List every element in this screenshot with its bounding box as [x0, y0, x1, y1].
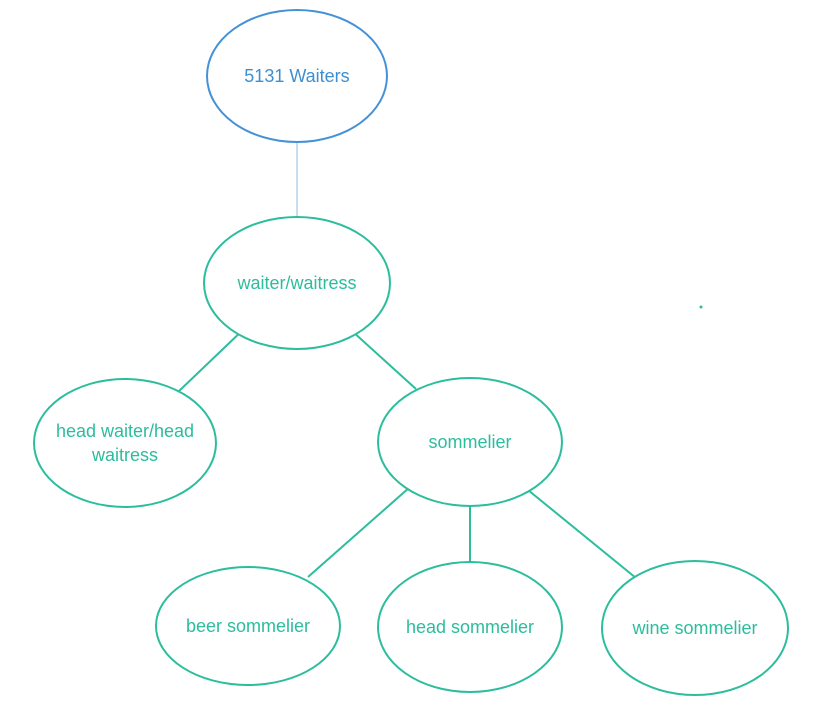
node-waiter-waitress-label: waiter/waitress [237, 272, 357, 293]
edge-waiter-to-sommelier [351, 330, 417, 390]
edge-sommelier-to-wine-sommelier [527, 489, 637, 579]
node-head-waiter-head-waitress-label: head waiter/head waitress [55, 420, 195, 465]
node-sommelier[interactable]: sommelier [377, 377, 563, 507]
node-5131-waiters[interactable]: 5131 Waiters [206, 9, 388, 143]
node-5131-waiters-label: 5131 Waiters [244, 65, 350, 86]
node-waiter-waitress[interactable]: waiter/waitress [203, 216, 391, 350]
edge-sommelier-to-beer-sommelier [307, 486, 411, 578]
node-head-waiter-head-waitress[interactable]: head waiter/head waitress [33, 378, 217, 508]
node-head-sommelier[interactable]: head sommelier [377, 561, 563, 693]
node-wine-sommelier[interactable]: wine sommelier [601, 560, 789, 696]
node-beer-sommelier-label: beer sommelier [185, 615, 311, 636]
stray-dot [699, 305, 703, 309]
node-head-sommelier-label: head sommelier [405, 616, 535, 637]
node-wine-sommelier-label: wine sommelier [632, 617, 758, 638]
edge-waiter-to-head-waiter [177, 326, 247, 393]
node-beer-sommelier[interactable]: beer sommelier [155, 566, 341, 686]
node-sommelier-label: sommelier [428, 431, 512, 452]
